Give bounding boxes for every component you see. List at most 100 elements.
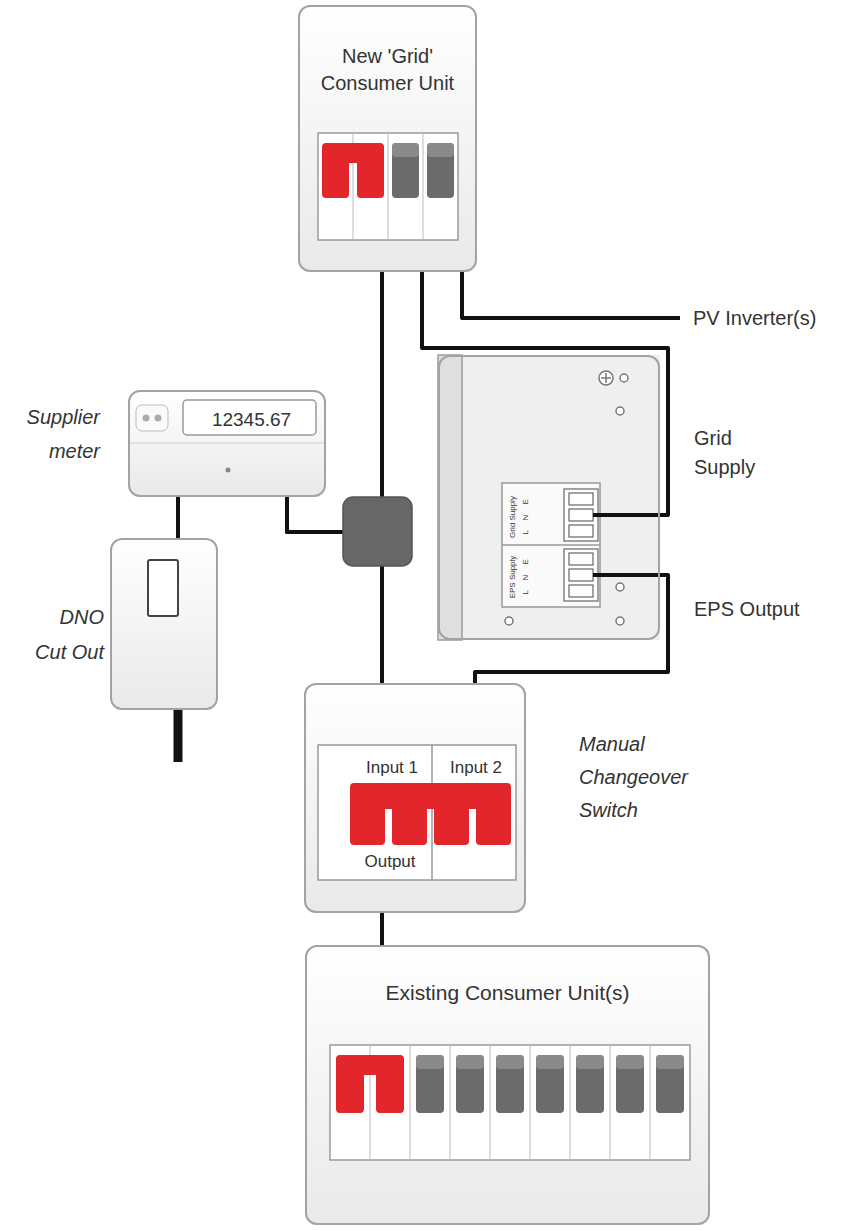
terminal-wire — [593, 573, 660, 577]
switch-symbol — [434, 783, 469, 845]
wire-label: Grid Supply — [692, 424, 770, 482]
breaker-symbol — [427, 143, 454, 157]
terminal-block — [569, 493, 593, 505]
meter-led — [136, 405, 168, 431]
breaker-panel — [490, 1045, 491, 1160]
consumer-unit-drawing — [305, 945, 710, 1225]
terminal-block — [569, 585, 593, 597]
breaker-symbol — [656, 1055, 684, 1113]
meter-led — [155, 415, 162, 422]
breaker-symbol — [656, 1055, 684, 1069]
terminal-block — [564, 549, 598, 601]
pv-wire — [462, 272, 680, 318]
switch-output: Output — [364, 851, 415, 873]
terminal-block — [564, 489, 598, 541]
breaker-symbol — [392, 143, 419, 157]
cutout-drawing — [110, 538, 218, 710]
switch-symbol — [392, 783, 427, 845]
screw-symbol — [505, 617, 513, 625]
wire-label: PV Inverter(s) — [691, 305, 818, 331]
switch-panel — [431, 745, 433, 880]
breaker-symbol — [496, 1055, 524, 1113]
consumer-unit-drawing — [318, 133, 458, 240]
breaker-symbol — [456, 1055, 484, 1113]
breaker-symbol — [427, 143, 454, 198]
fuse-window — [148, 560, 178, 616]
breaker-symbol — [336, 1055, 404, 1113]
unit-title: New 'Grid' Consumer Unit — [310, 43, 465, 97]
terminal-wire — [593, 515, 660, 575]
breaker-symbol — [416, 1055, 444, 1113]
breaker-symbol — [616, 1055, 644, 1069]
switch-symbol — [350, 783, 511, 845]
breaker-panel — [370, 1045, 650, 1160]
terminal-label: Grid Supply — [509, 496, 517, 538]
breaker-symbol — [536, 1055, 564, 1113]
changeover-drawing — [304, 683, 526, 913]
consumer-unit-drawing — [423, 133, 424, 240]
breaker-panel — [610, 1045, 611, 1160]
consumer-unit-drawing — [388, 133, 389, 240]
cutout-label: DNO Cut Out — [28, 600, 104, 670]
junction-box — [343, 497, 412, 566]
meter-drawing — [128, 390, 326, 497]
terminal-block — [569, 569, 593, 581]
screw-symbol — [616, 407, 624, 415]
breaker-symbol — [576, 1055, 604, 1113]
changeover-drawing — [304, 683, 526, 913]
screw-symbol — [616, 583, 624, 591]
supplier-meter: Supplier meter12345.67 — [128, 390, 326, 497]
inverter-drawing — [438, 355, 660, 640]
consumer-unit-drawing — [305, 945, 710, 1225]
breaker-symbol — [576, 1055, 604, 1069]
inverter-drawing — [438, 355, 660, 640]
changeover-switch: Manual Changeover SwitchInput 1Input 2Ou… — [304, 683, 526, 913]
switch-input: Input 1 — [366, 757, 418, 779]
breaker-panel — [330, 1045, 690, 1160]
meter-reading: 12345.67 — [185, 402, 318, 437]
service-cable — [174, 710, 183, 762]
pin-names: L N E — [522, 499, 530, 535]
breaker-panel — [650, 1045, 651, 1160]
breaker-panel — [450, 1045, 451, 1160]
switch-input: Input 2 — [450, 757, 502, 779]
breaker-symbol — [416, 1055, 684, 1113]
consumer-unit-drawing — [298, 5, 477, 272]
meter-label: Supplier meter — [12, 400, 100, 468]
breaker-symbol — [322, 143, 384, 198]
breaker-symbol — [392, 143, 419, 198]
breaker-panel — [410, 1045, 411, 1160]
breaker-symbol — [392, 143, 454, 198]
consumer-unit-drawing — [298, 5, 477, 272]
switch-symbol — [476, 783, 511, 845]
terminal-panel — [502, 483, 600, 607]
switch-panel — [318, 745, 516, 880]
terminal-block — [564, 489, 598, 601]
screw-symbol — [616, 617, 624, 625]
breaker-panel — [570, 1045, 571, 1160]
breaker-symbol — [416, 1055, 444, 1069]
inverter-box: Grid SupplyL N EEPS SupplyL N E — [438, 355, 660, 640]
meter-led — [143, 415, 150, 422]
breaker-panel — [530, 1045, 531, 1160]
terminal-label: EPS Supply — [509, 556, 517, 599]
terminal-wire — [593, 513, 660, 517]
wire-connector — [176, 497, 180, 538]
breaker-symbol — [336, 1055, 404, 1075]
cutout-drawing — [110, 538, 218, 710]
grid-consumer-unit: New 'Grid' Consumer Unit — [298, 5, 477, 272]
terminal-block — [569, 553, 593, 565]
wire-connector — [380, 913, 384, 945]
terminal-block — [569, 525, 593, 537]
terminal-panel — [502, 544, 600, 546]
meter-drawing — [226, 468, 231, 473]
existing-consumer-unit: Existing Consumer Unit(s) — [305, 945, 710, 1225]
terminal-block — [569, 509, 593, 521]
screw-symbol — [599, 371, 613, 385]
inverter-drawing — [438, 355, 462, 640]
meter-drawing — [130, 442, 324, 444]
breaker-symbol — [456, 1055, 484, 1069]
connector-group — [178, 272, 668, 945]
